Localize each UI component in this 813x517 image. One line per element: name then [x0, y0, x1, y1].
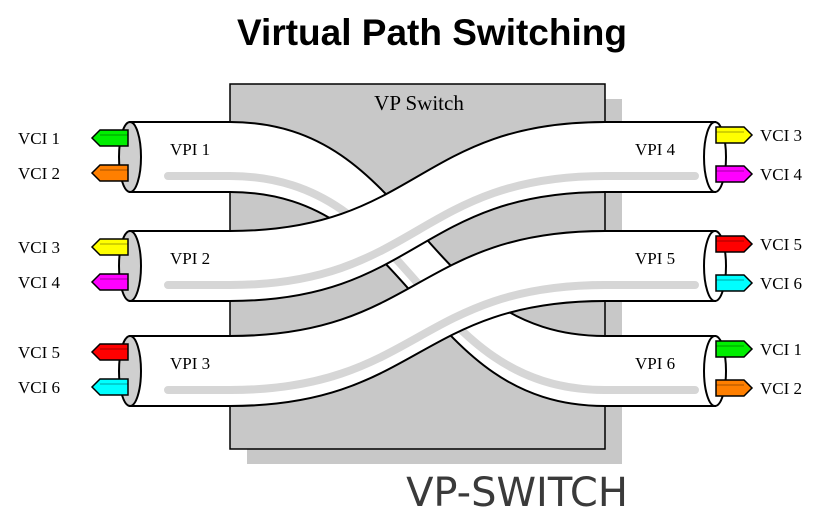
wire-sheath [715, 340, 754, 358]
vci-label-vci-1: VCI 1 [760, 340, 802, 359]
wire-sheath [90, 273, 129, 291]
vpi-label-vpi-2: VPI 2 [170, 249, 210, 268]
output-end-vpi-5: VCI 5 VCI 6 [703, 230, 802, 302]
wire-vci-6 [715, 274, 754, 292]
wire-vci-6 [90, 378, 129, 396]
vpi-label-vpi-1: VPI 1 [170, 140, 210, 159]
vpi-label-vpi-3: VPI 3 [170, 354, 210, 373]
wire-vci-2 [715, 379, 754, 397]
cable-highlight [164, 172, 699, 289]
vci-label-vci-4: VCI 4 [18, 273, 61, 292]
vci-label-vci-6: VCI 6 [760, 274, 802, 293]
vci-label-vci-1: VCI 1 [18, 129, 60, 148]
vci-label-vci-6: VCI 6 [18, 378, 60, 397]
cable-highlight [164, 281, 699, 394]
vpi-label-vpi-6: VPI 6 [635, 354, 675, 373]
vci-label-vci-2: VCI 2 [760, 379, 802, 398]
vci-label-vci-3: VCI 3 [760, 126, 802, 145]
wire-vci-3 [715, 126, 754, 144]
input-end-vpi-1: VCI 1 VCI 2 [18, 121, 142, 193]
cables-layer: VPI 1 VPI 6 VPI 2 VPI 4 VPI 3 VPI 5 [129, 121, 716, 407]
output-end-vpi-6: VCI 1 VCI 2 [703, 335, 802, 407]
cable-ends-layer: VCI 1 VCI 2 VCI 3 VCI 4 VCI 5 VCI 6 VCI 3 VCI 4… [18, 121, 803, 407]
wire-vci-4 [715, 165, 754, 183]
input-end-vpi-2: VCI 3 VCI 4 [18, 230, 142, 302]
diagram-caption: VP-SWITCH [406, 470, 628, 516]
vci-label-vci-5: VCI 5 [18, 343, 60, 362]
vci-label-vci-3: VCI 3 [18, 238, 60, 257]
wire-vci-5 [715, 235, 754, 253]
wire-vci-3 [90, 238, 129, 256]
wire-sheath [715, 235, 754, 253]
wire-vci-1 [715, 340, 754, 358]
input-end-vpi-3: VCI 5 VCI 6 [18, 335, 142, 407]
wire-sheath [90, 378, 129, 396]
cable-vpi-2-to-vpi-4: VPI 2 VPI 4 [129, 121, 716, 302]
wire-sheath [715, 379, 754, 397]
vci-label-vci-2: VCI 2 [18, 164, 60, 183]
wire-sheath [90, 343, 129, 361]
wire-sheath [90, 164, 129, 182]
diagram-title: Virtual Path Switching [237, 12, 627, 53]
wire-vci-2 [90, 164, 129, 182]
wire-vci-5 [90, 343, 129, 361]
wire-vci-1 [90, 129, 129, 147]
vpi-label-vpi-5: VPI 5 [635, 249, 675, 268]
vpi-label-vpi-4: VPI 4 [635, 140, 676, 159]
wire-vci-4 [90, 273, 129, 291]
vci-label-vci-4: VCI 4 [760, 165, 803, 184]
output-end-vpi-4: VCI 3 VCI 4 [703, 121, 803, 193]
wire-sheath [715, 274, 754, 292]
wire-sheath [90, 238, 129, 256]
switch-label: VP Switch [374, 91, 464, 115]
wire-sheath [715, 165, 754, 183]
wire-sheath [90, 129, 129, 147]
wire-sheath [715, 126, 754, 144]
vci-label-vci-5: VCI 5 [760, 235, 802, 254]
